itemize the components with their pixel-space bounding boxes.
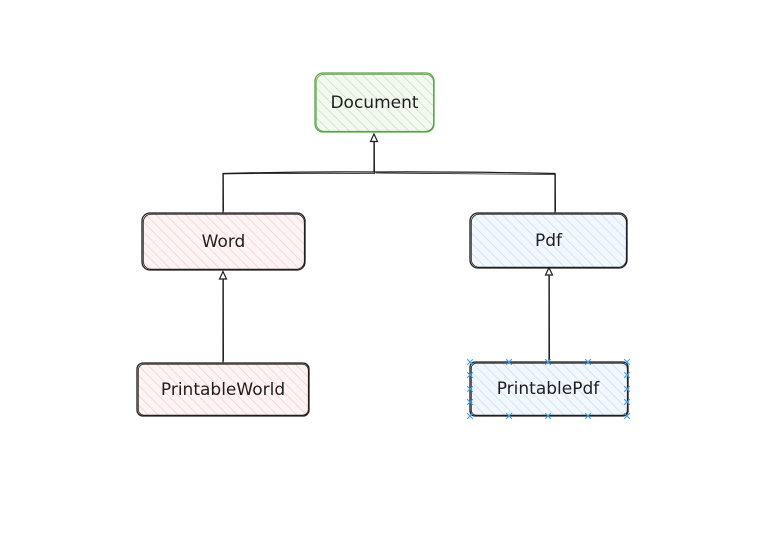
arrowhead-word <box>218 270 228 280</box>
selection-handle-mark <box>544 358 552 366</box>
edge-pdf-to-document[interactable] <box>373 171 556 213</box>
selection-handle-mark <box>584 412 592 420</box>
connectors <box>218 132 556 363</box>
node-printable-pdf-label: PrintablePdf <box>497 379 601 399</box>
node-word-label: Word <box>202 232 246 252</box>
arrowhead-document <box>369 132 379 143</box>
node-printable-world[interactable]: PrintableWorld <box>136 362 310 417</box>
node-document-label: Document <box>330 93 418 113</box>
selection-handle-mark <box>623 358 631 366</box>
selection-handle-mark <box>466 412 474 420</box>
node-printable-pdf[interactable]: PrintablePdf <box>466 358 631 420</box>
selection-handle-mark <box>584 358 592 366</box>
selection-handle-mark <box>623 371 631 379</box>
selection-handle-mark <box>544 412 552 420</box>
selection-handle-mark <box>623 412 631 420</box>
selection-handle-mark <box>623 398 631 406</box>
node-word[interactable]: Word <box>141 212 306 271</box>
selection-handles[interactable] <box>466 358 631 420</box>
selection-handle-mark <box>505 412 513 420</box>
node-document[interactable]: Document <box>314 72 435 133</box>
node-printable-world-label: PrintableWorld <box>161 380 285 400</box>
selection-handle-mark <box>466 358 474 366</box>
selection-handle-mark <box>466 398 474 406</box>
selection-handle-mark <box>623 385 631 393</box>
edge-word-to-document[interactable] <box>222 135 375 213</box>
node-pdf[interactable]: Pdf <box>469 212 628 269</box>
selection-handle-mark <box>505 358 513 366</box>
selection-handle-mark <box>466 371 474 379</box>
arrowhead-pdf <box>544 266 554 276</box>
selection-handle-mark <box>466 385 474 393</box>
node-pdf-label: Pdf <box>535 231 563 251</box>
